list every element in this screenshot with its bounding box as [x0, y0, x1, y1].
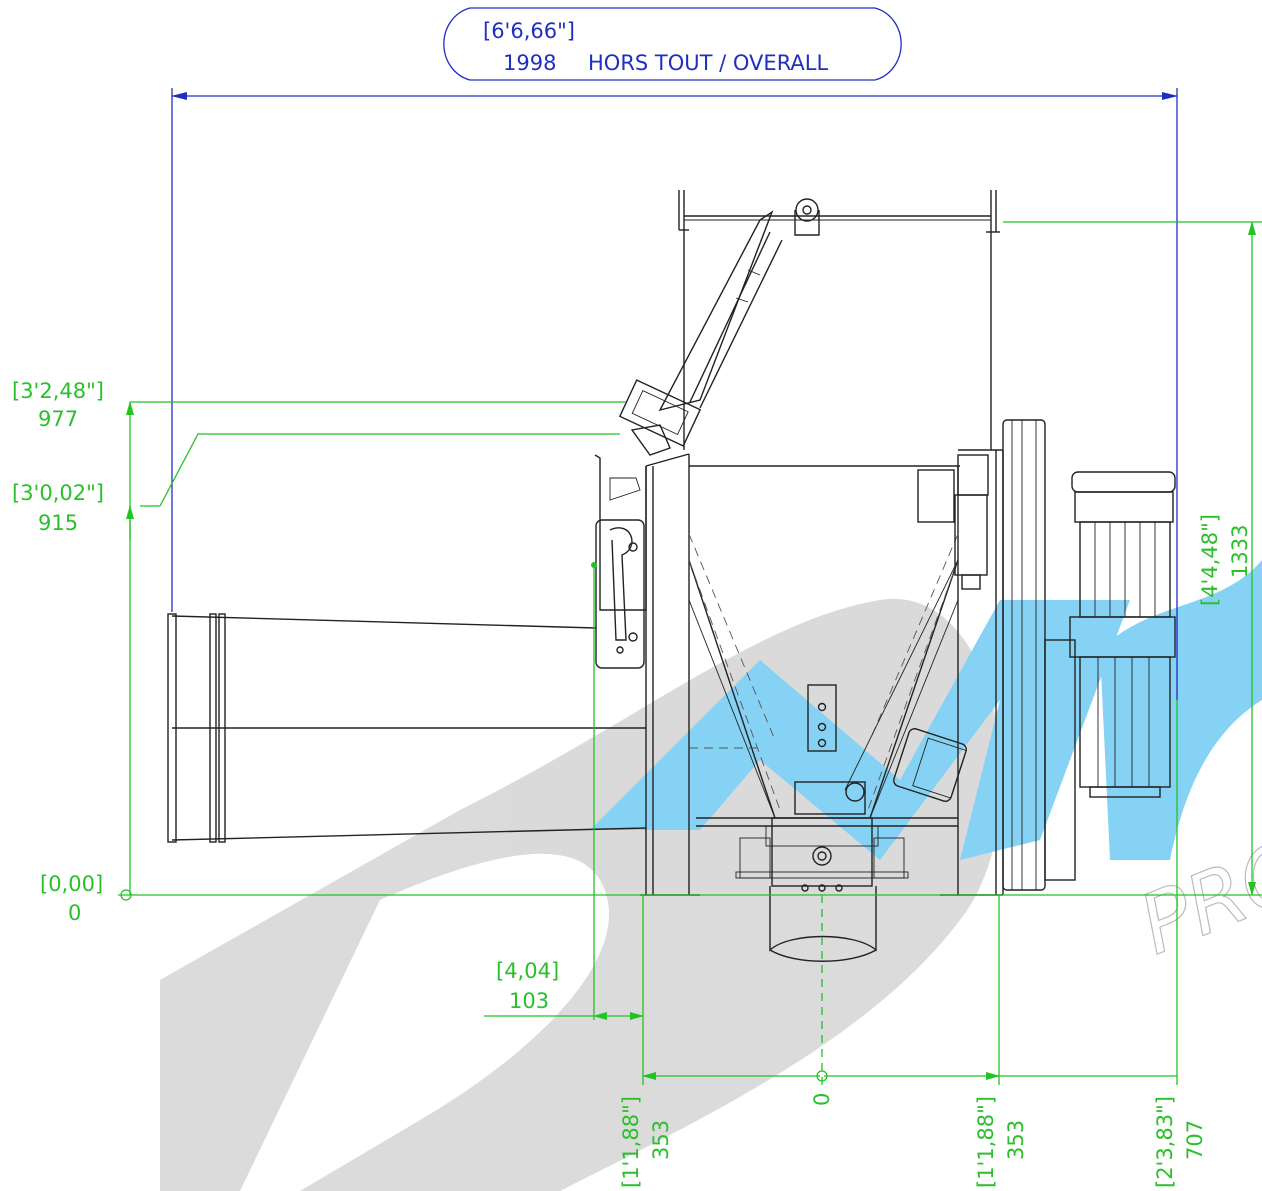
dim-103-metric: 103 [509, 989, 549, 1013]
dim-zero-metric: 0 [68, 901, 81, 925]
dim-915-metric: 915 [38, 511, 78, 535]
dim-353-right-metric: 353 [1004, 1120, 1028, 1160]
zero-datum-marker [120, 889, 132, 901]
dim-707-imperial: [2'3,83"] [1153, 1096, 1177, 1188]
hopper-upper [678, 190, 1000, 450]
dim-center-metric: 0 [810, 1093, 834, 1106]
dim-915-imperial: [3'0,02"] [12, 481, 104, 505]
discharge-valve [735, 684, 909, 962]
right-height-dimension: [4'4,48"] 1333 [1003, 221, 1262, 896]
dim-977-imperial: [3'2,48"] [12, 379, 104, 403]
hopper-cone [688, 533, 959, 819]
dim-707-metric: 707 [1183, 1120, 1207, 1160]
overall-dimension-imperial: [6'6,66"] [483, 19, 575, 43]
dim-1333-metric: 1333 [1228, 525, 1252, 578]
dim-1333-imperial: [4'4,48"] [1198, 514, 1222, 606]
actuator-arm [618, 210, 783, 456]
inlet-duct [167, 613, 647, 843]
bottom-dimensions: [1'1,88"] 353 0 [1'1,88"] 353 [2'3,83"] … [619, 700, 1207, 1188]
overall-dimension-metric: 1998 [503, 51, 556, 75]
dim-353-left-imperial: [1'1,88"] [619, 1096, 643, 1188]
overall-dimension-label: HORS TOUT / OVERALL [588, 51, 828, 75]
left-dimensions: [3'2,48"] 977 [3'0,02"] 915 [0,00] 0 [12, 379, 1262, 925]
dim-977-metric: 977 [38, 407, 78, 431]
motor-assembly [893, 419, 1176, 891]
watermark-letter-n [590, 600, 1130, 860]
side-door [594, 454, 647, 669]
dim-zero-imperial: [0,00] [40, 872, 103, 896]
machine-drawing [167, 190, 1176, 962]
dim-103-imperial: [4,04] [496, 959, 559, 983]
overall-dimension: [6'6,66"] 1998 HORS TOUT / OVERALL [171, 7, 1178, 700]
lifting-eye [795, 198, 819, 222]
height-915-extension [159, 433, 620, 507]
dim-353-left-metric: 353 [649, 1120, 673, 1160]
watermark: PRO [160, 560, 1262, 1191]
watermark-letter-p [1100, 560, 1262, 860]
dim-353-right-imperial: [1'1,88"] [974, 1096, 998, 1188]
overall-dimension-bubble [443, 7, 902, 81]
offset-dimension: [4,04] 103 [484, 562, 644, 1020]
center-datum-marker [816, 1070, 828, 1082]
